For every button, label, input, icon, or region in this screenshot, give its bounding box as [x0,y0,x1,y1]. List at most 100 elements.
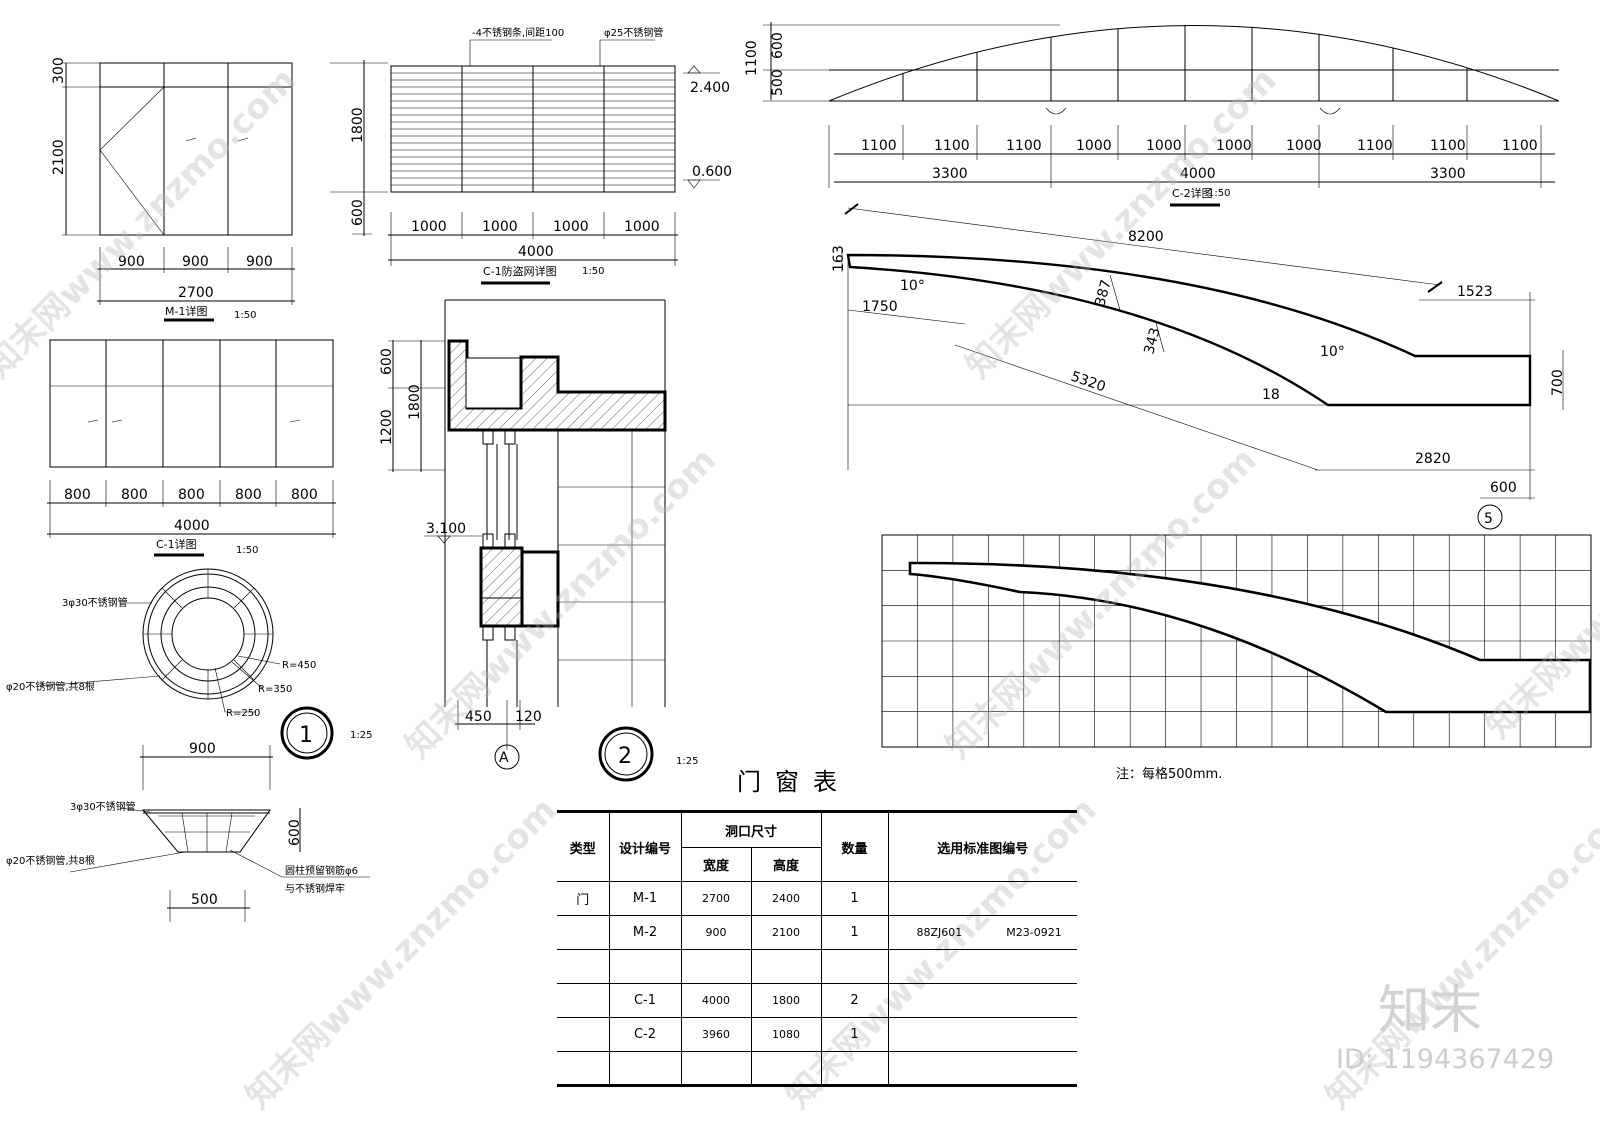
header-width: 宽度 [681,847,752,882]
c1-dim-h-4: 800 [291,487,318,503]
grille-dim-v-0: 1800 [350,107,366,143]
cell-std-code: 88ZJ601 [916,926,963,939]
c2-dim-h-7: 1100 [1357,138,1393,154]
d5-dim-9: 600 [1490,480,1517,496]
d1-note-4: R=250 [226,708,260,719]
c2-total-1: 4000 [1180,166,1216,182]
c2-dim-h-4: 1000 [1146,138,1182,154]
d1-side-note-3: 与不锈钢焊牢 [285,882,345,895]
cell-qty: 1 [821,915,889,950]
table-row [557,1051,1077,1086]
grille-dim-v-1: 600 [350,199,366,226]
d1-side-note-1: φ20不锈钢管,共8根 [6,854,95,867]
detail-1: 3φ30不锈钢管 φ20不锈钢管,共8根 R=450 R=350 R=250 1… [6,568,372,922]
cell-std: 88ZJ601 M23-0921 [888,916,1077,950]
cell-code: M-2 [609,915,682,950]
cell-height [751,949,822,984]
cell-qty: 1 [821,1017,889,1052]
c2-total-0: 3300 [932,166,968,182]
c2-dim-v-0: 1100 [744,40,760,76]
cell-std [888,1018,1077,1052]
d1-bubble [280,706,334,760]
watermark-0: 知末网www.znzmo.com [0,60,304,386]
cell-width [681,949,752,984]
d1-note-1: φ20不锈钢管,共8根 [6,680,95,693]
c2-total-2: 3300 [1430,166,1466,182]
d5-dim-8: 2820 [1415,451,1451,467]
c1-dim-h-1: 800 [121,487,148,503]
cell-type [557,949,610,984]
detail-5: 8200 163 387 343 1750 5320 1523 700 2820… [831,203,1566,530]
m1-dim-h-0: 900 [118,254,145,270]
cell-code: C-2 [609,1017,682,1052]
cell-std [888,984,1077,1018]
d5-dim-5: 5320 [1069,369,1108,396]
d1-dim-bottom: 500 [191,892,218,908]
c2-scale: 1:50 [1208,188,1230,199]
detail-2: 600 1200 1800 3.100 450 120 A 2 1:25 [379,299,698,782]
d2-axis: A [499,750,509,766]
d5-dim-0: 8200 [1128,229,1164,245]
cell-width: 2700 [681,881,752,916]
grille-scale: 1:50 [582,266,604,277]
header-std: 选用标准图编号 [937,841,1029,857]
grille-note-pipe: φ25不锈钢管 [604,26,663,39]
c2-dim-h-5: 1000 [1216,138,1252,154]
d5-angle-1: 10° [1320,344,1345,360]
grille-detail: -4不锈钢条,间距100 φ25不锈钢管 1800 600 2.400 0.60… [330,26,732,285]
c2-dim-h-3: 1000 [1076,138,1112,154]
d1-scale: 1:25 [350,730,372,741]
cell-height: 2100 [751,915,822,950]
cell-width: 4000 [681,983,752,1018]
d2-bubble [598,726,654,782]
d2-elevation: 3.100 [426,521,466,537]
d2-dim-v-1: 1200 [379,409,395,445]
c1-title: C-1详图 [156,537,197,551]
watermark-1: 知末网www.znzmo.com [398,440,724,766]
m1-dim-v-0: 300 [51,57,67,84]
cell-height: 2400 [751,881,822,916]
c2-dim-h-6: 1000 [1286,138,1322,154]
d2-number: 2 [618,744,632,769]
d5-number: 5 [1484,511,1493,527]
m1-scale: 1:50 [234,310,256,321]
d5-angle-2: 18 [1262,387,1280,403]
c2-dim-h-9: 1100 [1502,138,1538,154]
grid-note: 注：每格500mm. [1116,766,1222,782]
cell-std-ref: M23-0921 [1006,926,1062,939]
header-height: 高度 [751,847,822,882]
header-qty: 数量 [821,811,889,882]
cell-qty [821,1051,889,1086]
c1-total: 4000 [174,518,210,534]
d5-dim-1: 163 [831,245,847,272]
schedule-title: 门窗表 [737,768,851,796]
c2-dim-h-2: 1100 [1006,138,1042,154]
c1-scale: 1:50 [236,545,258,556]
cell-qty [821,949,889,984]
cell-height: 1800 [751,983,822,1018]
c2-dim-h-0: 1100 [861,138,897,154]
cell-type [557,983,610,1018]
cell-height [751,1051,822,1086]
cell-type [557,1017,610,1052]
cell-qty: 1 [821,881,889,916]
c2-detail: 1100 600 500 1100 1100 1100 1000 1000 10… [744,22,1560,207]
cell-type: 门 [557,881,610,916]
cell-type [557,915,610,950]
d2-scale: 1:25 [676,756,698,767]
cell-code: C-1 [609,983,682,1018]
watermark-2: 知末网www.znzmo.com [958,60,1284,386]
d1-dim-side: 600 [287,819,303,846]
m1-total: 2700 [178,285,214,301]
grille-elev-0: 2.400 [690,80,730,96]
c1-dim-h-3: 800 [235,487,262,503]
cell-width: 3960 [681,1017,752,1052]
grille-dim-h-1: 1000 [482,219,518,235]
c1-dim-h-2: 800 [178,487,205,503]
grille-elev-1: 0.600 [692,164,732,180]
